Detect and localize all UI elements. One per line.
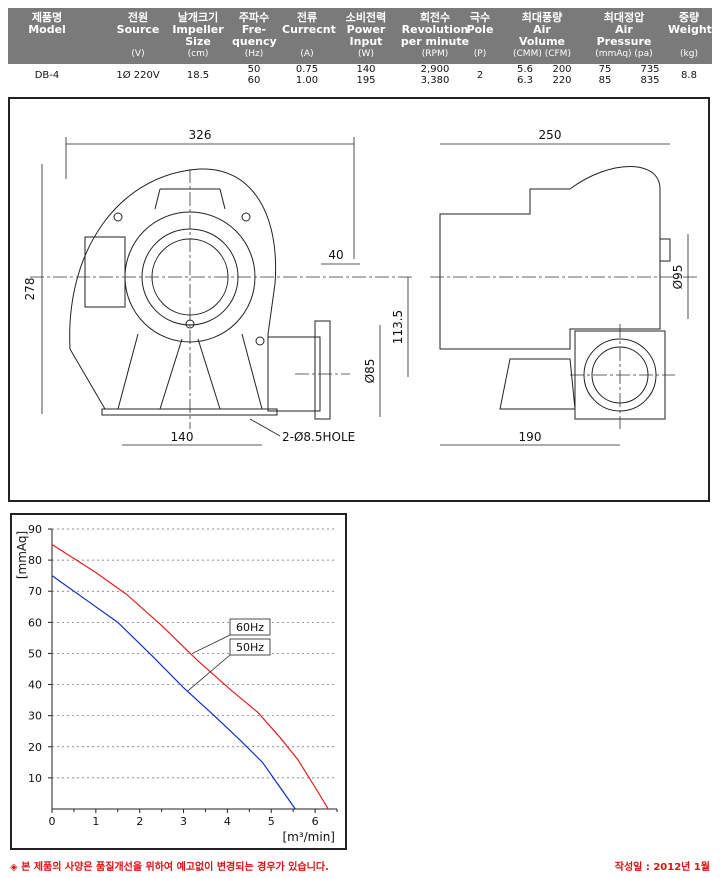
legend-leader xyxy=(192,634,231,654)
y-tick-label: 30 xyxy=(28,710,42,723)
cell-mmaq-60: 85 xyxy=(598,75,612,86)
x-tick-label: 4 xyxy=(224,815,231,828)
y-tick-label: 40 xyxy=(28,679,42,692)
legend-label: 50Hz xyxy=(236,641,264,654)
cell-model: DB-4 xyxy=(34,70,60,81)
cell-cfm-60: 220 xyxy=(552,75,572,86)
dim-motor-dia: Ø95 xyxy=(671,265,685,290)
front-inner-ring xyxy=(124,211,256,343)
spec-table-row: DB-4 1Ø 220V 18.5 50 60 0.75 1.00 140 19… xyxy=(8,64,712,88)
legend-leader xyxy=(187,654,231,692)
front-housing xyxy=(69,168,277,410)
dim-width-side: 250 xyxy=(539,128,562,142)
x-tick-label: 3 xyxy=(180,815,187,828)
side-stand xyxy=(499,358,576,410)
x-tick-label: 5 xyxy=(268,815,275,828)
cell-weight: 8.8 xyxy=(681,70,697,81)
y-tick-label: 90 xyxy=(28,523,42,536)
cell-pa-50: 735 xyxy=(640,64,660,75)
shaft xyxy=(659,238,671,262)
cell-current-50: 0.75 xyxy=(295,64,319,75)
screw-1 xyxy=(113,212,123,222)
dim-width-front: 326 xyxy=(189,128,212,142)
cell-impeller: 18.5 xyxy=(186,70,210,81)
series-line-60Hz xyxy=(51,544,329,810)
cell-pa-60: 835 xyxy=(640,75,660,86)
y-tick-label: 20 xyxy=(28,741,42,754)
drawing-svg: 326 278 40 113.5 Ø85 140 2-Ø8.5HOLE 250 … xyxy=(23,128,698,446)
dim-outlet-offset: 40 xyxy=(328,248,343,262)
y-tick-label: 70 xyxy=(28,585,42,598)
cell-cmm-50: 5.6 xyxy=(517,64,533,75)
legend-label: 60Hz xyxy=(236,621,264,634)
dim-depth: 190 xyxy=(519,430,542,444)
cell-power-60: 195 xyxy=(356,75,376,86)
cell-mmaq-50: 75 xyxy=(598,64,612,75)
technical-drawing: 326 278 40 113.5 Ø85 140 2-Ø8.5HOLE 250 … xyxy=(8,97,710,502)
cell-current-60: 1.00 xyxy=(295,75,319,86)
cell-rpm-60: 3,380 xyxy=(420,75,450,86)
footer-date: 작성일 : 2012년 1월 xyxy=(614,862,710,873)
x-tick-label: 0 xyxy=(49,815,56,828)
side-body xyxy=(439,166,661,350)
dim-height: 278 xyxy=(23,278,37,301)
dim-holes: 2-Ø8.5HOLE xyxy=(282,430,355,444)
leader-holes xyxy=(249,418,281,437)
cell-pole: 2 xyxy=(476,70,484,81)
outlet-flange xyxy=(314,320,331,420)
series-line-50Hz xyxy=(51,575,296,810)
y-tick-label: 60 xyxy=(28,616,42,629)
chart-svg: 10 20 30 40 50 60 70 80 90 0 1 2 3 4 5 6 [mmAq] [m³/min] 6… xyxy=(15,523,338,844)
front-base xyxy=(101,408,278,416)
cell-freq-60: 60 xyxy=(247,75,261,86)
dim-outlet-dia: Ø85 xyxy=(363,359,377,384)
dim-outlet-height: 113.5 xyxy=(391,310,405,344)
cell-freq-50: 50 xyxy=(247,64,261,75)
screw-2 xyxy=(241,212,251,222)
legend-box xyxy=(229,618,271,636)
cell-source: 1Ø 220V xyxy=(116,70,160,81)
cell-rpm-50: 2,900 xyxy=(420,64,450,75)
cell-cmm-60: 6.3 xyxy=(517,75,533,86)
cell-cfm-50: 200 xyxy=(552,64,572,75)
y-tick-label: 10 xyxy=(28,772,42,785)
y-axis-label: [mmAq] xyxy=(15,531,29,579)
x-axis-label: [m³/min] xyxy=(282,830,335,844)
y-tick-label: 80 xyxy=(28,554,42,567)
performance-chart: 10 20 30 40 50 60 70 80 90 0 1 2 3 4 5 6 [mmAq] [m³/min] 6… xyxy=(10,513,347,850)
screw-3 xyxy=(255,336,265,346)
x-tick-label: 1 xyxy=(92,815,99,828)
cell-power-50: 140 xyxy=(356,64,376,75)
footer-notice: ◈ 본 제품의 사양은 품질개선을 위하여 예고없이 변경되는 경우가 있습니다… xyxy=(10,862,329,873)
y-tick-label: 50 xyxy=(28,647,42,660)
terminal-box xyxy=(84,236,126,308)
legend-box xyxy=(229,638,271,656)
x-tick-label: 2 xyxy=(136,815,143,828)
dim-base-width: 140 xyxy=(171,430,194,444)
x-tick-label: 6 xyxy=(312,815,319,828)
front-legs xyxy=(117,333,263,410)
